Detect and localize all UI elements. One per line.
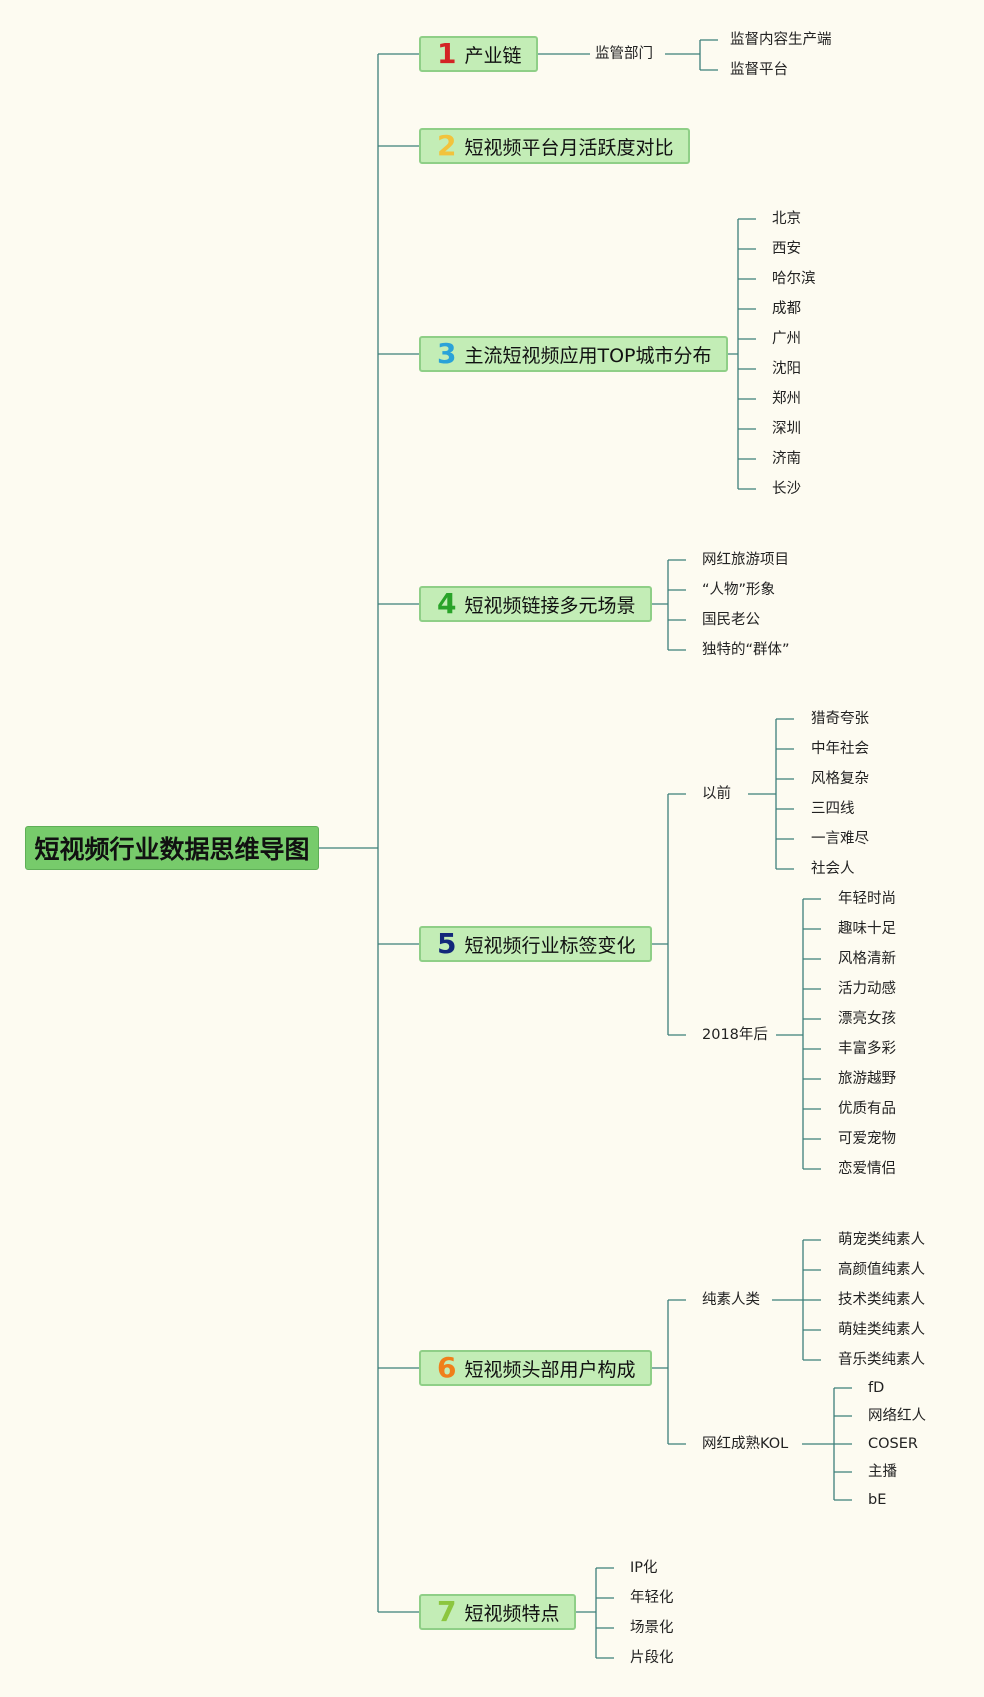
sub-topic-regulator[interactable]: 监管部门	[595, 46, 653, 62]
leaf-user-type[interactable]: 网络红人	[868, 1408, 926, 1424]
sub-topic-kol[interactable]: 网红成熟KOL	[702, 1436, 789, 1452]
leaf-tag[interactable]: 中年社会	[811, 741, 869, 757]
number-5-icon: 5	[437, 927, 457, 960]
leaf-city[interactable]: 济南	[772, 451, 801, 467]
leaf-item[interactable]: 监督内容生产端	[730, 32, 832, 48]
leaf-scenario[interactable]: 独特的“群体”	[702, 642, 790, 658]
topic-tag-changes[interactable]: 5 短视频行业标签变化	[419, 926, 652, 962]
topic-label: 短视频行业标签变化	[464, 934, 636, 957]
leaf-user-type[interactable]: COSER	[868, 1436, 918, 1452]
topic-label: 产业链	[464, 44, 522, 67]
topic-label: 主流短视频应用TOP城市分布	[464, 344, 712, 367]
leaf-city[interactable]: 成都	[772, 301, 801, 317]
leaf-scenario[interactable]: 网红旅游项目	[702, 552, 789, 568]
leaf-tag[interactable]: 优质有品	[838, 1101, 896, 1117]
number-3-icon: 3	[437, 337, 457, 370]
leaf-tag[interactable]: 猎奇夸张	[811, 711, 869, 727]
topic-multi-scenarios[interactable]: 4 短视频链接多元场景	[419, 586, 652, 622]
topic-industry-chain[interactable]: 1 产业链	[419, 36, 538, 72]
leaf-user-type[interactable]: 技术类纯素人	[838, 1292, 925, 1308]
topic-label: 短视频头部用户构成	[464, 1358, 636, 1381]
topic-monthly-active-comparison[interactable]: 2 短视频平台月活跃度对比	[419, 128, 690, 164]
leaf-tag[interactable]: 风格清新	[838, 951, 896, 967]
leaf-feature[interactable]: 场景化	[630, 1620, 674, 1636]
leaf-tag[interactable]: 活力动感	[838, 981, 896, 997]
leaf-tag[interactable]: 旅游越野	[838, 1071, 896, 1087]
number-4-icon: 4	[437, 587, 457, 620]
leaf-city[interactable]: 北京	[772, 211, 801, 227]
leaf-tag[interactable]: 漂亮女孩	[838, 1011, 896, 1027]
leaf-user-type[interactable]: fD	[868, 1380, 885, 1396]
topic-top-city-distribution[interactable]: 3 主流短视频应用TOP城市分布	[419, 336, 728, 372]
leaf-scenario[interactable]: “人物”形象	[702, 582, 776, 598]
leaf-city[interactable]: 西安	[772, 241, 801, 257]
leaf-user-type[interactable]: bE	[868, 1492, 887, 1508]
leaf-feature[interactable]: IP化	[630, 1560, 658, 1576]
leaf-user-type[interactable]: 萌宠类纯素人	[838, 1232, 925, 1248]
leaf-city[interactable]: 哈尔滨	[772, 271, 816, 287]
sub-topic-ordinary-people[interactable]: 纯素人类	[702, 1292, 760, 1308]
leaf-city[interactable]: 广州	[772, 331, 801, 347]
leaf-feature[interactable]: 片段化	[630, 1650, 674, 1666]
topic-label: 短视频特点	[464, 1602, 560, 1625]
root-topic[interactable]: 短视频行业数据思维导图	[25, 826, 319, 870]
leaf-user-type[interactable]: 高颜值纯素人	[838, 1262, 925, 1278]
number-7-icon: 7	[437, 1595, 457, 1628]
topic-label: 短视频平台月活跃度对比	[464, 136, 674, 159]
sub-topic-before[interactable]: 以前	[702, 786, 731, 802]
leaf-city[interactable]: 长沙	[772, 481, 801, 497]
sub-topic-2018-after[interactable]: 2018年后	[702, 1027, 768, 1043]
leaf-tag[interactable]: 恋爱情侣	[838, 1161, 896, 1177]
topic-label: 短视频链接多元场景	[464, 594, 636, 617]
number-1-icon: 1	[437, 37, 457, 70]
leaf-tag[interactable]: 社会人	[811, 861, 855, 877]
leaf-tag[interactable]: 趣味十足	[838, 921, 896, 937]
leaf-item[interactable]: 监督平台	[730, 62, 788, 78]
topic-head-user-composition[interactable]: 6 短视频头部用户构成	[419, 1350, 652, 1386]
leaf-user-type[interactable]: 萌娃类纯素人	[838, 1322, 925, 1338]
leaf-user-type[interactable]: 主播	[868, 1464, 897, 1480]
leaf-scenario[interactable]: 国民老公	[702, 612, 760, 628]
leaf-user-type[interactable]: 音乐类纯素人	[838, 1352, 925, 1368]
leaf-tag[interactable]: 三四线	[811, 801, 855, 817]
leaf-tag[interactable]: 丰富多彩	[838, 1041, 896, 1057]
leaf-tag[interactable]: 风格复杂	[811, 771, 869, 787]
number-2-icon: 2	[437, 129, 457, 162]
leaf-tag[interactable]: 一言难尽	[811, 831, 869, 847]
number-6-icon: 6	[437, 1351, 457, 1384]
leaf-feature[interactable]: 年轻化	[630, 1590, 674, 1606]
leaf-city[interactable]: 沈阳	[772, 361, 801, 377]
leaf-city[interactable]: 深圳	[772, 421, 801, 437]
topic-features[interactable]: 7 短视频特点	[419, 1594, 576, 1630]
leaf-city[interactable]: 郑州	[772, 391, 801, 407]
leaf-tag[interactable]: 可爱宠物	[838, 1131, 896, 1147]
leaf-tag[interactable]: 年轻时尚	[838, 891, 896, 907]
